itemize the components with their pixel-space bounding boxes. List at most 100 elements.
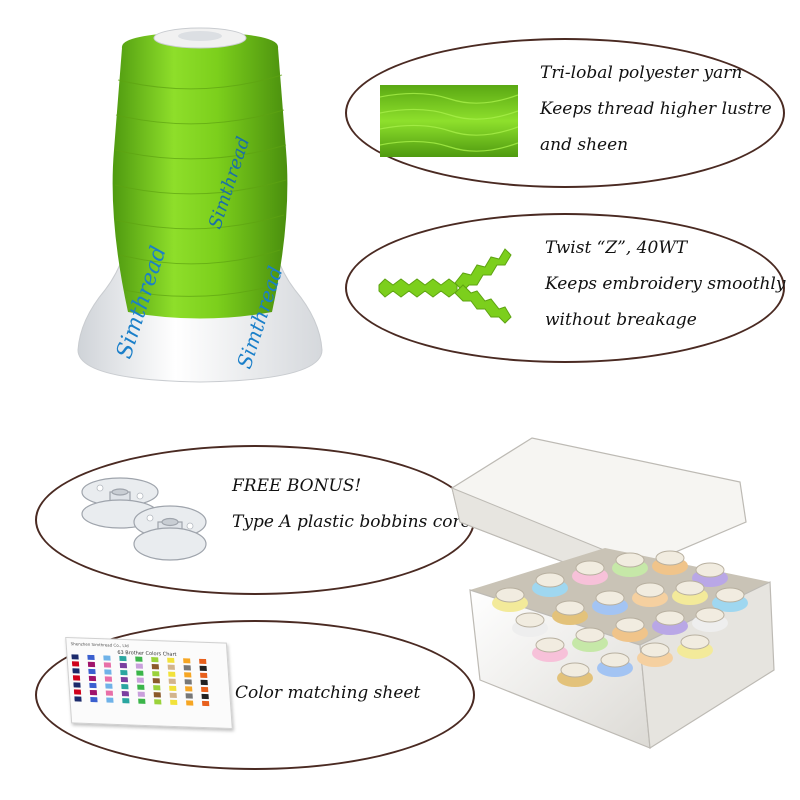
color-swatch <box>72 668 80 674</box>
feature-yarn-text: Tri-lobal polyester yarn Keeps thread hi… <box>540 55 772 163</box>
color-swatch <box>120 676 129 683</box>
color-swatch <box>184 672 192 678</box>
feature-bobbins-text: FREE BONUS! Type A plastic bobbins core <box>232 468 471 540</box>
box-spool-cap <box>675 580 705 596</box>
color-swatch <box>183 658 191 664</box>
feature-colorchart-text: Color matching sheet <box>235 675 420 711</box>
color-swatch <box>121 691 130 697</box>
color-swatch <box>71 654 79 660</box>
box-spool-cap <box>695 562 725 578</box>
color-swatch <box>185 686 193 692</box>
thread-closeup-image <box>380 85 518 157</box>
bobbins-image <box>81 477 207 561</box>
color-swatch <box>120 669 128 676</box>
color-swatch <box>200 679 208 686</box>
color-swatch <box>201 693 209 700</box>
thread-spool-image: Simthread Simthread Simthread <box>77 27 323 383</box>
box-spool-cap <box>655 550 685 566</box>
color-swatch <box>138 698 146 704</box>
color-swatch <box>152 671 160 677</box>
color-swatch <box>199 658 207 664</box>
box-spool-cap <box>535 637 565 653</box>
feature-line: Tri-lobal polyester yarn <box>540 63 743 83</box>
color-swatch <box>121 684 129 690</box>
color-swatch <box>169 692 177 699</box>
color-swatch <box>169 685 177 691</box>
twist-diagram-icon <box>378 248 512 324</box>
color-swatch <box>136 677 145 683</box>
thread-box-image <box>451 437 775 750</box>
color-swatch <box>185 693 193 699</box>
box-spool-cap <box>575 560 605 576</box>
color-swatch <box>106 697 114 703</box>
color-swatch <box>88 675 97 682</box>
box-spool-cap <box>560 662 590 678</box>
color-swatch <box>168 678 176 684</box>
box-spool-cap <box>575 627 605 643</box>
color-swatch <box>200 672 208 679</box>
color-swatch <box>201 686 209 693</box>
color-swatch <box>152 678 160 684</box>
color-swatch <box>167 657 175 663</box>
feature-line: and sheen <box>540 135 629 155</box>
color-chart-sheet: Shenzhen Simthread Co., Ltd 63 Brother C… <box>65 636 233 730</box>
box-spool-cap <box>680 634 710 650</box>
feature-line: Twist “Z”, 40WT <box>545 238 688 258</box>
feature-line: Color matching sheet <box>235 683 421 703</box>
color-swatch <box>153 692 161 698</box>
color-swatch <box>104 669 112 675</box>
color-swatch <box>119 655 127 662</box>
feature-twist-text: Twist “Z”, 40WT Keeps embroidery smoothl… <box>545 230 785 338</box>
color-swatch <box>137 691 145 697</box>
color-swatch <box>151 657 159 663</box>
box-spool-cap <box>715 587 745 603</box>
color-swatch <box>87 661 96 668</box>
color-swatch <box>90 696 98 703</box>
color-swatch <box>73 682 81 688</box>
box-spool-cap <box>615 552 645 568</box>
color-swatch <box>73 689 82 695</box>
color-swatch <box>88 668 96 675</box>
color-swatch <box>87 654 95 661</box>
feature-twist-panel <box>345 213 785 363</box>
color-swatch <box>89 689 98 696</box>
color-swatch <box>199 665 207 672</box>
feature-line: Keeps thread higher lustre <box>540 99 772 119</box>
color-swatch <box>71 661 80 667</box>
color-swatch <box>104 676 113 682</box>
box-spool-cap <box>515 612 545 628</box>
color-swatch <box>105 683 113 689</box>
color-swatch <box>153 685 161 691</box>
color-swatch <box>103 662 112 668</box>
feature-line: without breakage <box>545 310 697 330</box>
box-spool-cap <box>495 587 525 603</box>
color-swatch <box>183 665 191 671</box>
color-swatch <box>89 682 97 689</box>
color-swatch <box>119 662 128 669</box>
color-swatch <box>167 664 175 670</box>
color-swatch <box>170 699 178 706</box>
feature-line: FREE BONUS! <box>232 476 362 496</box>
color-swatch <box>74 696 82 702</box>
box-spool-cap <box>555 600 585 616</box>
box-spool-cap <box>655 610 685 626</box>
feature-line: Keeps embroidery smoothly <box>545 274 786 294</box>
color-swatch <box>72 675 81 681</box>
color-swatch-grid <box>71 654 210 707</box>
color-swatch <box>201 700 210 707</box>
feature-line: Type A plastic bobbins core <box>232 512 471 532</box>
box-spool-cap <box>535 572 565 588</box>
box-spool-cap <box>615 617 645 633</box>
box-spool-cap <box>635 582 665 598</box>
color-swatch <box>135 663 144 669</box>
color-swatch <box>184 679 192 685</box>
color-swatch <box>154 699 162 705</box>
box-spool-cap <box>640 642 670 658</box>
color-swatch <box>103 655 111 661</box>
color-swatch <box>137 684 145 690</box>
color-swatch <box>186 700 194 706</box>
color-swatch <box>136 670 144 676</box>
color-swatch <box>105 690 114 696</box>
box-spool-cap <box>600 652 630 668</box>
color-swatch <box>135 656 143 662</box>
